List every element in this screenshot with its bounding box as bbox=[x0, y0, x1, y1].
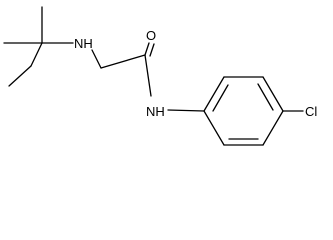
bond-nh-to-ring bbox=[167, 109, 205, 112]
bond-nh-to-ch2 bbox=[91, 49, 102, 69]
bond-carbonyl-double-1 bbox=[144, 42, 150, 56]
bond-carbonyl-to-nh bbox=[144, 54, 152, 97]
bond-ethyl-terminal bbox=[8, 65, 32, 87]
bond-carbonyl-double-2 bbox=[149, 43, 155, 57]
chemical-structure-diagram: NH O NH Cl bbox=[3, 6, 317, 146]
atom-label-chlorine: Cl bbox=[305, 104, 317, 119]
atom-label-amide-nh: NH bbox=[146, 104, 165, 119]
ring-double-bond-2 bbox=[257, 83, 274, 111]
ring-bond-4 bbox=[262, 110, 284, 146]
atom-label-amine-nh: NH bbox=[74, 36, 93, 51]
ring-bond-6 bbox=[203, 110, 225, 146]
bond-quaternary-to-ch2 bbox=[30, 42, 43, 67]
atom-label-oxygen: O bbox=[146, 28, 156, 43]
ring-double-bond-1 bbox=[212, 84, 229, 112]
bond-ch2-to-carbonyl bbox=[100, 54, 146, 69]
ring-bond-3 bbox=[262, 76, 284, 112]
ring-bond-1 bbox=[203, 76, 225, 112]
